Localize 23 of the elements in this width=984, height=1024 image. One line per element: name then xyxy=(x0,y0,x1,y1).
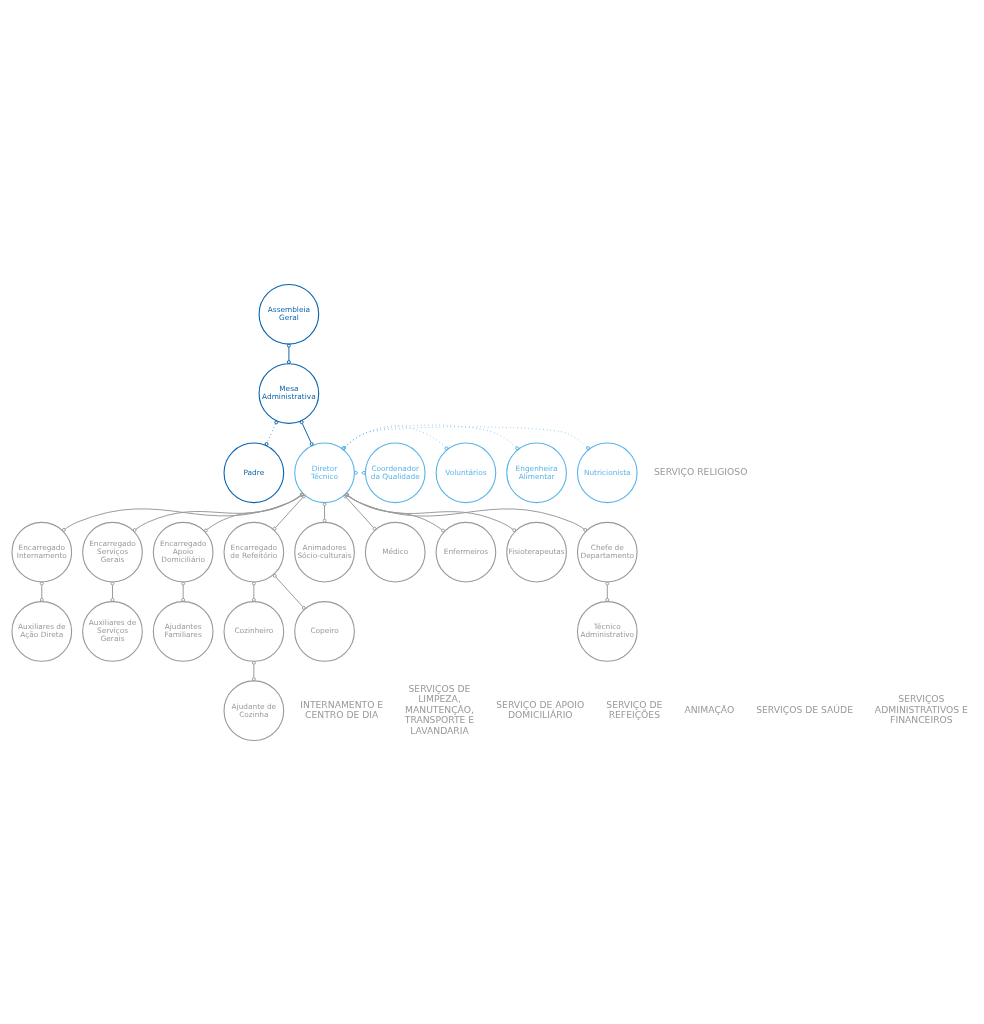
connector xyxy=(180,581,185,602)
connector xyxy=(341,425,590,450)
connector xyxy=(286,343,291,364)
connector xyxy=(272,573,306,610)
connector xyxy=(264,419,278,446)
connector xyxy=(322,501,326,523)
label: SERVIÇOS ADMINISTRATIVOS E FINANCEIROS xyxy=(874,692,968,725)
connector xyxy=(341,424,519,450)
label: SERVIÇO DE REFEIÇÕES xyxy=(605,698,662,720)
connector xyxy=(299,419,314,446)
connector xyxy=(341,424,448,450)
label: INTERNAMENTO E CENTRO DE DIA xyxy=(299,698,383,720)
connector xyxy=(272,494,306,531)
label: SERVIÇOS DE LIMPEZA, MANUTENÇÃO, TRANSPORTE E LAVANDARIA xyxy=(404,682,474,736)
connector xyxy=(110,581,114,602)
connector xyxy=(251,660,256,681)
label: SERVIÇO RELIGIOSO xyxy=(653,465,747,477)
label: ANIMAÇÃO xyxy=(683,703,734,715)
connector xyxy=(251,581,256,602)
label: SERVIÇOS DE SAÚDE xyxy=(755,703,853,715)
connector xyxy=(39,581,44,602)
connector xyxy=(604,581,609,602)
label: SERVIÇO DE APOIO DOMICILIÁRIO xyxy=(495,698,584,720)
